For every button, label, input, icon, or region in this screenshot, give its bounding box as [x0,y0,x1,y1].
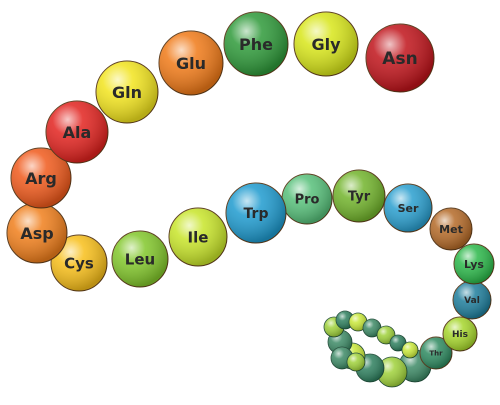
residue-label: Ile [188,228,209,246]
residue-label: Asp [20,224,53,243]
residue-label: Gly [311,35,341,54]
residue-label: Val [464,296,480,306]
residue-label: Tyr [348,190,371,205]
residue-val: Val [452,280,492,320]
tail-bead [346,352,366,372]
residue-trp: Trp [225,182,287,244]
residue-phe: Phe [223,11,289,77]
residue-ile: Ile [168,207,228,267]
residue-ala: Ala [45,100,109,164]
residue-his: His [442,316,478,352]
tail-bead [401,341,419,359]
residue-label: Glu [176,54,206,73]
residue-label: Met [439,223,463,236]
residue-met: Met [429,207,473,251]
residue-label: Cys [64,254,94,272]
residue-gly: Gly [293,11,359,77]
residue-thr: Thr [419,336,453,370]
residue-label: Pro [295,193,320,208]
tail-bead [376,356,408,388]
residue-label: Arg [25,169,57,188]
residue-label: Thr [429,350,443,358]
residue-tyr: Tyr [332,169,386,223]
chain-tail [323,310,432,388]
residue-pro: Pro [281,173,333,225]
tail-bead [389,334,407,352]
residue-label: Lys [464,258,484,271]
residue-label: Leu [125,250,155,268]
residue-asn: Asn [365,23,435,93]
residue-arg: Arg [10,147,72,209]
residue-leu: Leu [111,230,169,288]
tail-bead [362,318,382,338]
residue-label: Phe [239,35,273,54]
residue-ser: Ser [383,183,433,233]
tail-bead [348,312,368,332]
residue-glu: Glu [158,30,224,96]
residue-label: Gln [112,83,142,102]
residue-cys: Cys [50,234,108,292]
residue-label: Asn [382,49,417,69]
residue-gln: Gln [95,60,159,124]
residue-lys: Lys [453,243,495,285]
residue-label: Ser [398,202,419,215]
residue-label: Trp [244,206,269,222]
residue-asp: Asp [6,202,68,264]
residue-label: Ala [63,123,92,142]
residue-label: His [452,330,468,340]
